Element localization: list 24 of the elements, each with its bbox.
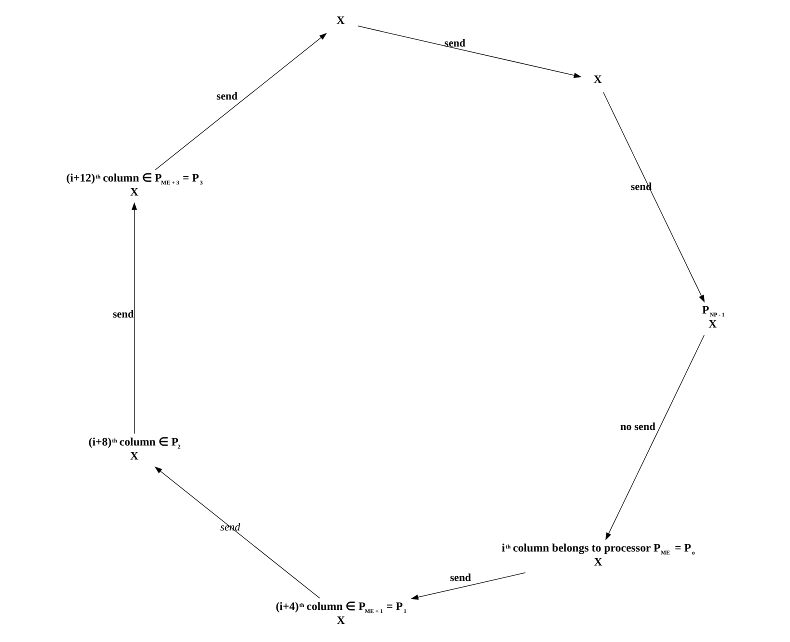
node-label: P$_{NP - 1}$: [702, 304, 725, 319]
node-text: X: [336, 615, 346, 628]
arrow: [358, 26, 582, 78]
node-label: (i+4)$^{th}$ column ∈ P$_{ME + 1}$ = P$_{1}$: [276, 601, 406, 616]
node-text: X: [130, 450, 138, 463]
edge-label: send: [112, 308, 134, 321]
arrow: [605, 334, 705, 540]
node-text: X: [336, 15, 345, 28]
node-text: X: [594, 74, 602, 86]
arrow: [603, 92, 705, 303]
arrow: [154, 466, 320, 598]
arrow: [410, 572, 526, 600]
node-label: (i+12)$^{th}$ column ∈ P$_{ME + 3}$ = P$_{3}$: [66, 172, 203, 187]
edge-label: send: [216, 90, 238, 103]
node-text: X: [130, 186, 138, 199]
node-text: X: [594, 556, 602, 568]
node-label: i$^{th}$ column belongs to processor P$_{ME}$ = P$_{o}$: [502, 542, 695, 556]
arrow: [132, 202, 137, 434]
node-label: (i+8)$^{th}$ column ∈ P$_{2}$: [88, 436, 180, 451]
node-text: X: [708, 318, 717, 331]
arrow: [154, 32, 327, 170]
edge-label: send: [450, 572, 472, 584]
edge-label: no send: [620, 421, 656, 434]
edge-label: send: [444, 38, 466, 50]
